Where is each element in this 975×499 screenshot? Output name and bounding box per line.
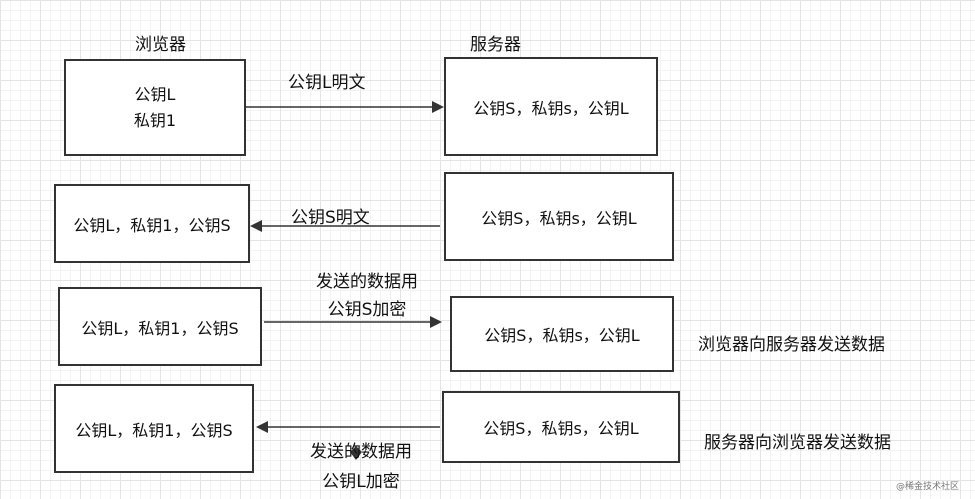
- arrow-label-row3-line2: 公钥S加密: [327, 300, 407, 320]
- server-row2-text: 公钥S，私钥s，公钥L: [481, 208, 637, 228]
- arrowhead-row1: [432, 101, 444, 113]
- server-header: 服务器: [470, 35, 521, 55]
- server-row3-text: 公钥S，私钥s，公钥L: [484, 326, 640, 345]
- arrow-label-row4-line1: 发送的数据用: [310, 442, 412, 462]
- server-box-row4: 公钥S，私钥s，公钥L: [442, 391, 680, 463]
- arrow-label-row3-line1: 发送的数据用: [316, 272, 418, 292]
- arrowhead-row4: [256, 421, 268, 433]
- arrow-label-row4-line2: 公钥L加密: [322, 472, 400, 492]
- browser-box-row1: 公钥L 私钥1: [64, 59, 246, 156]
- browser-row3-text: 公钥L，私钥1，公钥S: [81, 318, 239, 338]
- side-label-row4: 服务器向浏览器发送数据: [704, 433, 891, 453]
- arrow-label-row1: 公钥L明文: [288, 73, 366, 93]
- server-row1-text: 公钥S，私钥s，公钥L: [473, 98, 629, 118]
- arrowhead-row3: [430, 316, 442, 328]
- server-box-row2: 公钥S，私钥s，公钥L: [444, 172, 674, 261]
- watermark: @稀金技术社区: [896, 482, 960, 492]
- browser-row1-line1: 公钥L: [134, 84, 176, 104]
- side-label-row3: 浏览器向服务器发送数据: [698, 335, 885, 355]
- browser-row4-text: 公钥L，私钥1，公钥S: [75, 420, 233, 440]
- browser-row2-text: 公钥L，私钥1，公钥S: [73, 215, 231, 235]
- browser-box-row3: 公钥L，私钥1，公钥S: [58, 287, 262, 366]
- browser-box-row2: 公钥L，私钥1，公钥S: [54, 184, 250, 263]
- arrowhead-stray: [350, 446, 362, 460]
- server-box-row1: 公钥S，私钥s，公钥L: [444, 57, 658, 156]
- arrowhead-row2: [250, 220, 262, 232]
- browser-header: 浏览器: [135, 35, 186, 55]
- arrow-label-row2: 公钥S明文: [291, 208, 370, 228]
- server-row4-text: 公钥S，私钥s，公钥L: [483, 419, 639, 438]
- browser-box-row4: 公钥L，私钥1，公钥S: [54, 384, 254, 473]
- server-box-row3: 公钥S，私钥s，公钥L: [450, 296, 674, 372]
- browser-row1-line2: 私钥1: [133, 110, 177, 130]
